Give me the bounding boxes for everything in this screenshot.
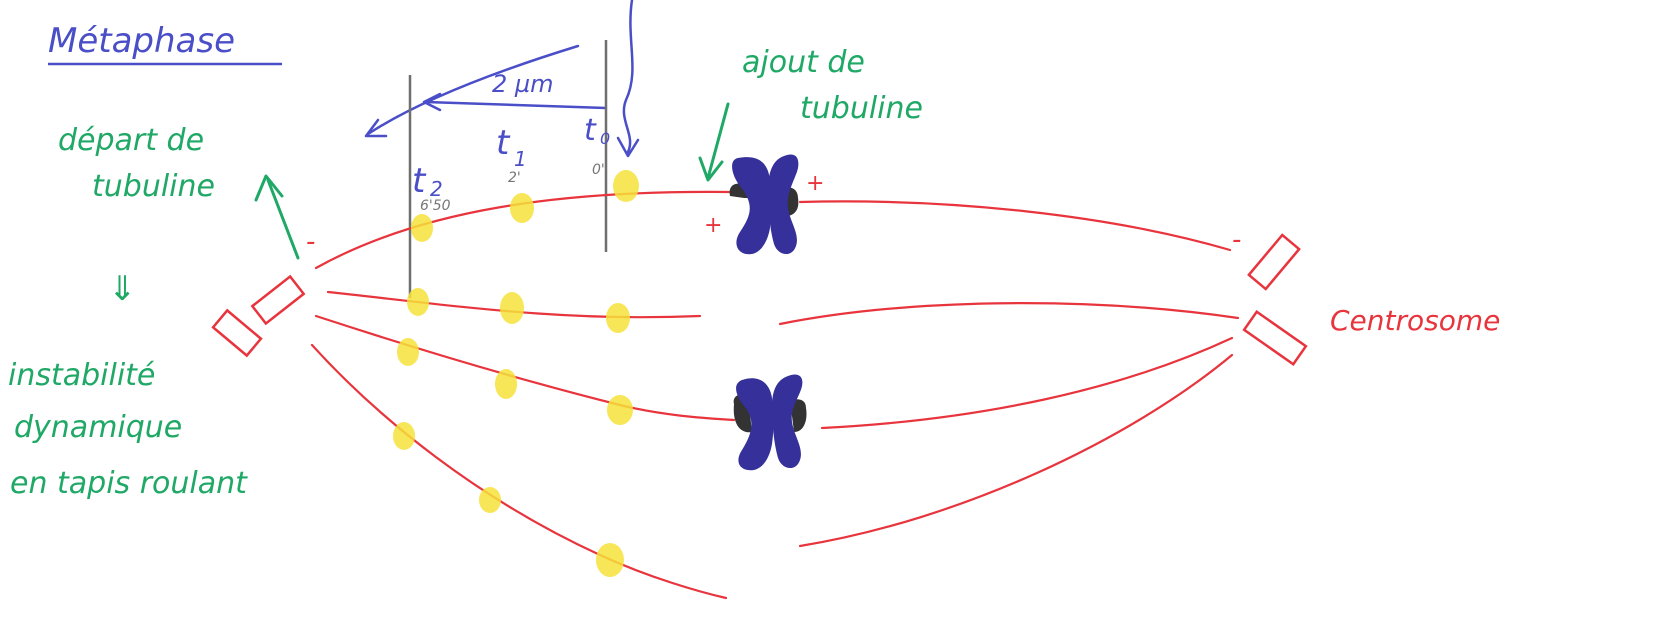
instability-label-line1: instabilité	[8, 358, 155, 393]
depart-label-line2: tubuline	[92, 169, 215, 204]
t0-label: t	[584, 113, 597, 148]
instability-label-line2: dynamique	[14, 410, 182, 445]
marker-t1-fiber3	[495, 369, 517, 399]
ajout-label-line2: tubuline	[800, 91, 923, 126]
centrosome-left	[213, 277, 304, 356]
t2-time: 6'50	[420, 198, 451, 214]
microtubule-right-1	[800, 201, 1230, 250]
microtubule-left-4	[312, 345, 726, 598]
marker-t0-fiber3	[607, 395, 633, 425]
ajout-label-line1: ajout de	[742, 45, 865, 80]
marker-t1-fiber2	[500, 292, 524, 324]
marker-t2-fiber4	[393, 422, 415, 450]
t1-time: 2'	[508, 170, 521, 186]
centriole-left-1	[252, 277, 303, 324]
instability-label-line3: en tapis roulant	[10, 466, 248, 501]
minus-sign-right: -	[1232, 225, 1241, 255]
marker-t2-fiber2	[407, 288, 429, 316]
plus-sign-right: +	[806, 171, 824, 196]
t2-label: t	[412, 161, 427, 201]
ajout-arrow-icon	[700, 104, 728, 180]
depart-arrow-icon	[256, 176, 298, 258]
microtubule-right-3	[822, 338, 1232, 428]
marker-t0-fiber4	[596, 543, 624, 577]
centriole-left-2	[213, 310, 261, 355]
centrosome-right	[1244, 235, 1306, 364]
marker-t0-fiber2	[606, 303, 630, 333]
tubulin-marks	[393, 170, 639, 577]
centriole-right-1	[1249, 235, 1299, 289]
microtubule-right-2	[780, 303, 1238, 324]
minus-sign-left: -	[306, 227, 315, 257]
t1-subscript: 1	[514, 147, 527, 171]
depart-label-line1: départ de	[58, 123, 204, 158]
chromatid-upper-left	[732, 157, 771, 254]
centriole-right-2	[1244, 312, 1306, 364]
chromosome-upper	[730, 155, 799, 255]
chromosome-lower	[734, 374, 807, 470]
title: Métaphase	[48, 21, 235, 61]
microtubule-left-3	[316, 316, 734, 420]
blue-vertical-arrow-icon	[618, 0, 638, 156]
centrosome-label: Centrosome	[1330, 304, 1500, 337]
scale-label: 2 µm	[492, 70, 554, 98]
implies-arrow-icon: ⇓	[108, 269, 137, 309]
microtubule-right-4	[800, 355, 1232, 546]
t0-subscript: 0	[600, 129, 610, 148]
marker-t1-fiber4	[479, 487, 501, 513]
marker-t2-fiber3	[397, 338, 419, 366]
marker-t1-fiber1	[510, 193, 534, 223]
t1-label: t	[496, 123, 511, 163]
marker-t2-fiber1	[411, 214, 433, 242]
t0-time: 0'	[592, 162, 605, 178]
marker-t0-fiber1	[613, 170, 639, 202]
plus-sign-left: +	[704, 213, 722, 238]
